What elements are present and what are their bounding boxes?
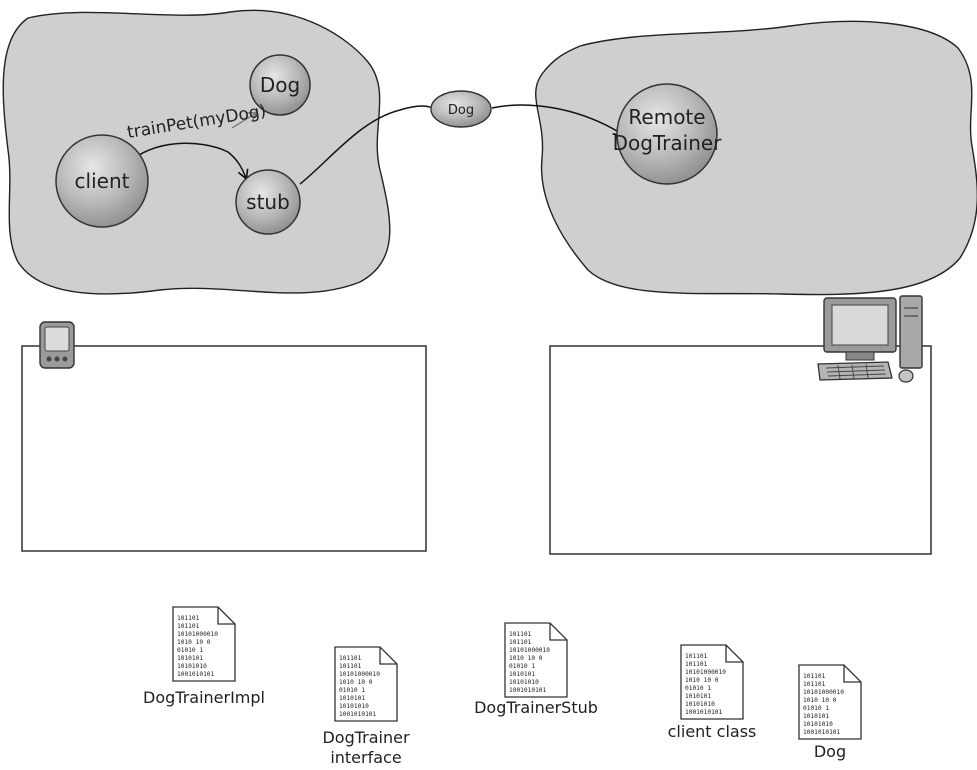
binary-line: 101101 xyxy=(685,661,708,668)
binary-line: 1010101 xyxy=(177,655,203,662)
class-file-dogtrainer-interface: 101101 101101 10101000010 1010 10 0 0101… xyxy=(334,646,398,726)
class-file-icon: 101101 101101 10101000010 1010 10 0 0101… xyxy=(504,622,568,698)
desktop-computer-icon xyxy=(817,295,923,383)
remote-label-1: Remote xyxy=(628,105,705,129)
binary-line: 101101 xyxy=(177,615,200,622)
binary-line: 01010 1 xyxy=(509,663,535,670)
binary-line: 101101 xyxy=(339,663,362,670)
binary-line: 10101010 xyxy=(509,679,539,686)
binary-line: 101101 xyxy=(803,681,826,688)
transit-dog-node: Dog xyxy=(430,90,492,128)
binary-line: 10101000010 xyxy=(177,631,218,638)
dog-label: Dog xyxy=(260,73,300,97)
client-label: client xyxy=(75,169,130,193)
class-file-icon: 101101 101101 10101000010 1010 10 0 0101… xyxy=(172,606,236,682)
class-file-icon: 101101 101101 10101000010 1010 10 0 0101… xyxy=(334,646,398,722)
binary-line: 10101000010 xyxy=(509,647,550,654)
binary-line: 1001010101 xyxy=(685,709,723,716)
dog-node: Dog xyxy=(249,54,311,116)
caption-client-class: client class xyxy=(667,722,757,741)
binary-line: 1010 10 0 xyxy=(339,679,373,686)
class-file-icon: 101101 101101 10101000010 1010 10 0 0101… xyxy=(798,664,862,740)
binary-line: 101101 xyxy=(509,631,532,638)
server-machine-box xyxy=(549,345,932,555)
binary-line: 10101000010 xyxy=(339,671,380,678)
stub-label: stub xyxy=(246,190,290,214)
network-arrow xyxy=(299,105,433,185)
caption-dog: Dog xyxy=(813,742,847,761)
binary-line: 101101 xyxy=(685,653,708,660)
caption-dogtrainerimpl: DogTrainerImpl xyxy=(143,688,265,707)
transit-dog-label: Dog xyxy=(448,103,474,118)
client-node: client xyxy=(55,134,149,228)
class-file-dogtrainerstub: 101101 101101 10101000010 1010 10 0 0101… xyxy=(504,622,568,702)
binary-line: 10101000010 xyxy=(685,669,726,676)
binary-line: 1001010101 xyxy=(339,711,377,718)
binary-line: 1001010101 xyxy=(509,687,547,694)
class-file-dog: 101101 101101 10101000010 1010 10 0 0101… xyxy=(798,664,862,744)
binary-line: 01010 1 xyxy=(803,705,829,712)
binary-line: 1010 10 0 xyxy=(803,697,837,704)
remote-dogtrainer-node: Remote DogTrainer xyxy=(613,83,723,185)
binary-line: 10101000010 xyxy=(803,689,844,696)
binary-line: 1010 10 0 xyxy=(509,655,543,662)
pda-device-icon xyxy=(39,321,75,369)
class-file-icon: 101101 101101 10101000010 1010 10 0 0101… xyxy=(680,644,744,720)
client-heap-cloud xyxy=(2,9,391,295)
binary-line: 101101 xyxy=(509,639,532,646)
binary-line: 1010101 xyxy=(339,695,365,702)
binary-line: 1001010101 xyxy=(803,729,841,736)
dog-reference-arrow xyxy=(231,111,259,129)
binary-line: 1010 10 0 xyxy=(177,639,211,646)
caption-dogtrainerstub: DogTrainerStub xyxy=(474,698,598,717)
server-heap-cloud xyxy=(535,20,977,296)
caption-dogtrainer: DogTrainer xyxy=(322,728,410,747)
remote-label-2: DogTrainer xyxy=(613,131,723,155)
binary-line: 01010 1 xyxy=(339,687,365,694)
stub-node: stub xyxy=(235,169,301,235)
network-arrow-to-remote xyxy=(491,104,625,136)
class-file-client: 101101 101101 10101000010 1010 10 0 0101… xyxy=(680,644,744,724)
call-arrow xyxy=(127,142,249,181)
binary-line: 101101 xyxy=(177,623,200,630)
client-machine-box xyxy=(21,345,427,552)
binary-line: 1010101 xyxy=(685,693,711,700)
binary-line: 01010 1 xyxy=(685,685,711,692)
binary-line: 1010101 xyxy=(803,713,829,720)
binary-line: 01010 1 xyxy=(177,647,203,654)
binary-line: 10101010 xyxy=(177,663,207,670)
class-file-dogtrainerimpl: 101101 101101 10101000010 1010 10 0 0101… xyxy=(172,606,236,686)
caption-interface: interface xyxy=(330,748,402,767)
binary-line: 10101010 xyxy=(339,703,369,710)
binary-line: 1010 10 0 xyxy=(685,677,719,684)
binary-line: 10101010 xyxy=(685,701,715,708)
binary-line: 101101 xyxy=(339,655,362,662)
binary-line: 1010101 xyxy=(509,671,535,678)
binary-line: 10101010 xyxy=(803,721,833,728)
binary-line: 101101 xyxy=(803,673,826,680)
binary-line: 1001010101 xyxy=(177,671,215,678)
